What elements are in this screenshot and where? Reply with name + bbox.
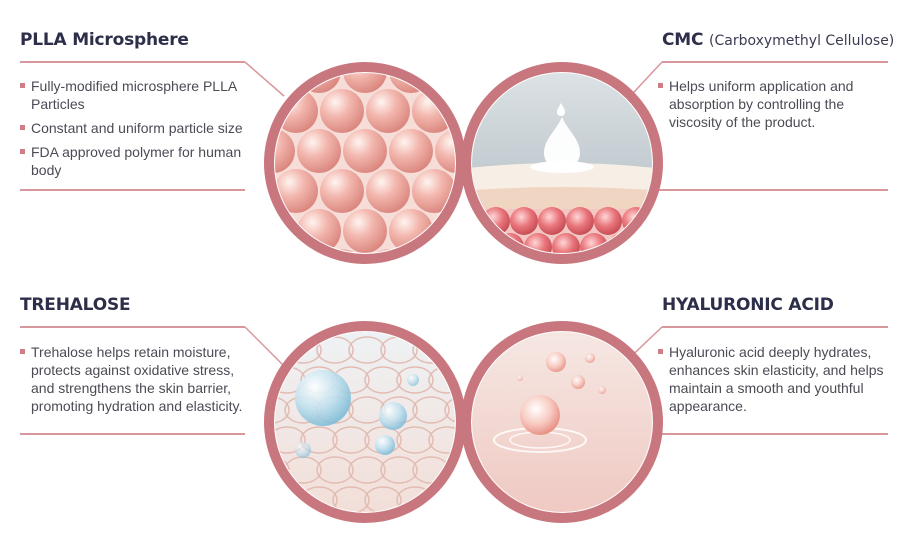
microsphere — [389, 129, 433, 173]
plla-bullet-3: FDA approved polymer for human body — [20, 143, 260, 179]
trehalose-bottom-divider — [20, 433, 245, 435]
plla-bottom-divider — [20, 189, 245, 191]
plla-microsphere-image — [263, 61, 467, 265]
connector-plla — [244, 61, 285, 97]
cell-outline — [332, 486, 370, 512]
cell-outline — [364, 486, 402, 512]
microsphere — [435, 129, 455, 173]
cell-outline — [348, 336, 386, 364]
trehalose-top-divider — [20, 326, 245, 328]
microsphere — [412, 169, 455, 213]
microsphere — [320, 89, 364, 133]
cell-outline — [396, 426, 434, 454]
cmc-subtitle: (Carboxymethyl Cellulose) — [709, 33, 895, 49]
microsphere — [275, 249, 318, 253]
trehalose-title: TREHALOSE — [20, 295, 131, 315]
cell-outline — [275, 396, 290, 424]
cell-outline — [316, 456, 354, 484]
microsphere — [366, 169, 410, 213]
cell-outline — [428, 426, 455, 454]
hyaluronic-bottom-divider — [620, 433, 888, 435]
skin-cell — [650, 207, 652, 235]
cell-outline — [275, 456, 290, 484]
plla-bullet-list: Fully-modified microsphere PLLA Particle… — [20, 77, 260, 185]
hyaluronic-bullet-list: Hyaluronic acid deeply hydrates, enhance… — [658, 343, 893, 421]
skin-cell — [472, 233, 496, 253]
cell-outline — [396, 366, 434, 394]
connector-trehalose — [244, 326, 285, 367]
cell-outline — [275, 426, 306, 454]
microsphere — [343, 73, 387, 93]
hyaluronic-title: HYALURONIC ACID — [662, 295, 834, 315]
skin-cell — [538, 207, 566, 235]
cmc-bullet-list: Helps uniform application and absorption… — [658, 77, 893, 137]
skin-cell — [580, 233, 608, 253]
cell-outline — [275, 336, 290, 364]
hyaluronic-acid-spheres-image — [460, 320, 664, 524]
microsphere — [275, 73, 295, 93]
hyaluronic-bullet-1: Hyaluronic acid deeply hydrates, enhance… — [658, 343, 893, 415]
cell-outline — [300, 426, 338, 454]
cmc-top-divider — [662, 61, 888, 63]
microsphere — [412, 249, 455, 253]
microsphere — [297, 129, 341, 173]
microsphere — [343, 209, 387, 253]
trehalose-water-droplets-image — [263, 320, 467, 524]
skin-cell — [594, 207, 622, 235]
microsphere — [320, 169, 364, 213]
trehalose-bullet-1: Trehalose helps retain moisture, protect… — [20, 343, 260, 415]
microsphere — [275, 169, 318, 213]
plla-bullet-1: Fully-modified microsphere PLLA Particle… — [20, 77, 260, 113]
plla-bullet-2: Constant and uniform particle size — [20, 119, 260, 137]
skin-cell — [636, 233, 652, 253]
cell-outline — [444, 396, 455, 424]
cell-outline — [364, 366, 402, 394]
cell-outline — [380, 456, 418, 484]
microsphere — [343, 129, 387, 173]
hyaluronic-top-divider — [662, 326, 888, 328]
trehalose-bullet-list: Trehalose helps retain moisture, protect… — [20, 343, 260, 421]
cell-outline — [412, 396, 450, 424]
cell-outline — [348, 456, 386, 484]
cmc-title: CMC (Carboxymethyl Cellulose) — [662, 30, 895, 50]
skin-cell — [510, 207, 538, 235]
plla-top-divider — [20, 61, 245, 63]
microsphere — [275, 129, 295, 173]
cmc-bullet-1: Helps uniform application and absorption… — [658, 77, 893, 131]
cmc-droplet-image — [460, 61, 664, 265]
cmc-bottom-divider — [620, 189, 888, 191]
cell-outline — [332, 426, 370, 454]
microsphere — [366, 89, 410, 133]
skin-cell — [524, 233, 552, 253]
skin-cell — [566, 207, 594, 235]
skin-cell — [552, 233, 580, 253]
plla-title: PLLA Microsphere — [20, 30, 189, 50]
